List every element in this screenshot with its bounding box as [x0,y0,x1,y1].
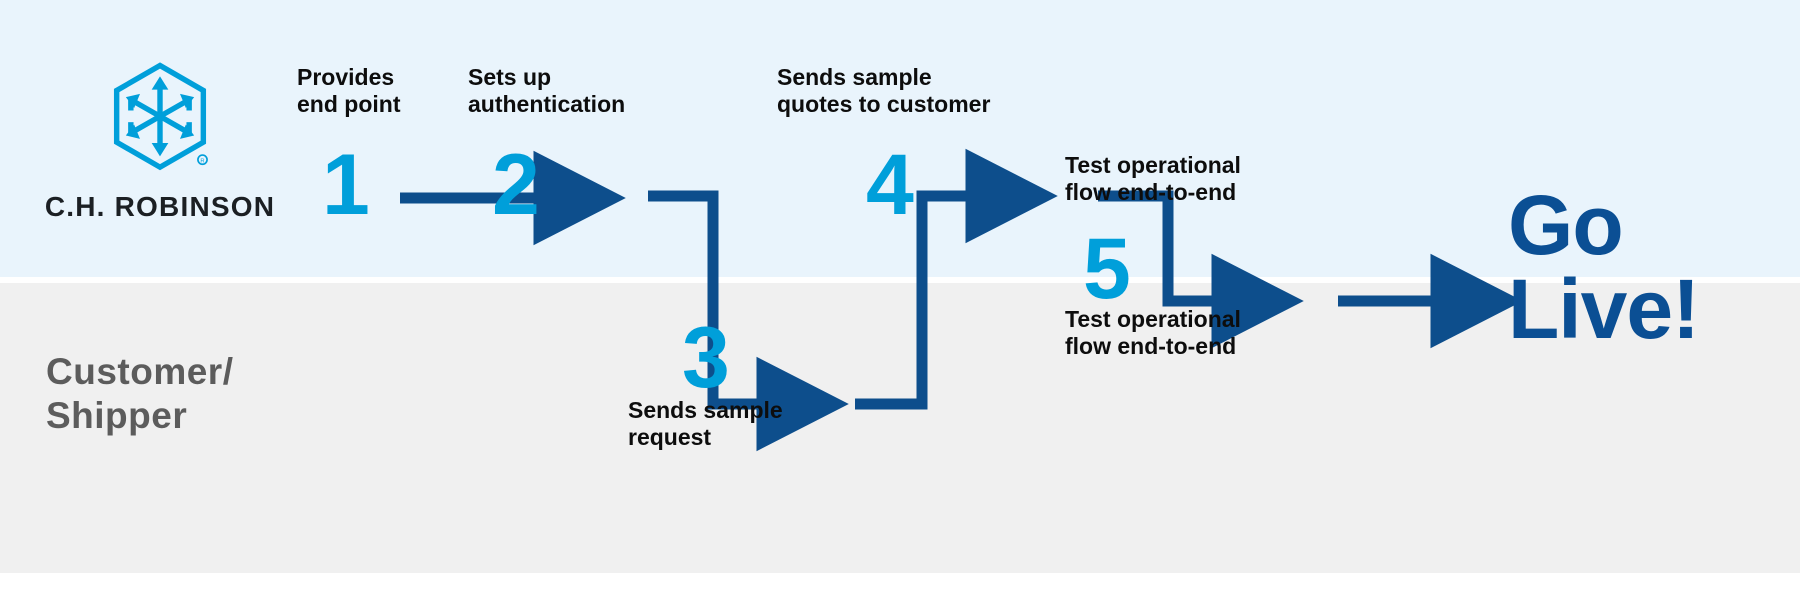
step-1-caption: Provides end point [297,64,401,118]
step-4-number: 4 [866,137,914,233]
registered-trademark-icon: R [197,154,208,166]
step-5-caption-above: Test operational flow end-to-end [1065,152,1241,206]
step-5-number: 5 [1083,221,1131,317]
brand-wordmark: C.H. ROBINSON [44,191,276,222]
hexagon-cube-arrows-icon: R [113,62,208,171]
connector-4-to-5 [1098,190,1304,349]
step-3-caption: Sends sample request [628,397,783,451]
step-2-caption: Sets up authentication [468,64,626,118]
step-2-number: 2 [492,137,540,233]
connector-2-to-3 [648,190,849,452]
lane-band-ch-robinson [0,0,1800,277]
step-5-caption-below: Test operational flow end-to-end [1065,306,1241,360]
step-3-number: 3 [682,310,730,406]
lane-label-customer-shipper: Customer/ Shipper [46,351,234,436]
svg-text:R: R [200,159,204,165]
brand-logo-block: R C.H. ROBINSON [40,62,280,223]
step-1-number: 1 [322,137,370,233]
step-4-caption: Sends sample quotes to customer [777,64,991,118]
connector-3-to-4 [855,148,1058,410]
outcome-go-live-label: Go Live! [1508,178,1700,356]
